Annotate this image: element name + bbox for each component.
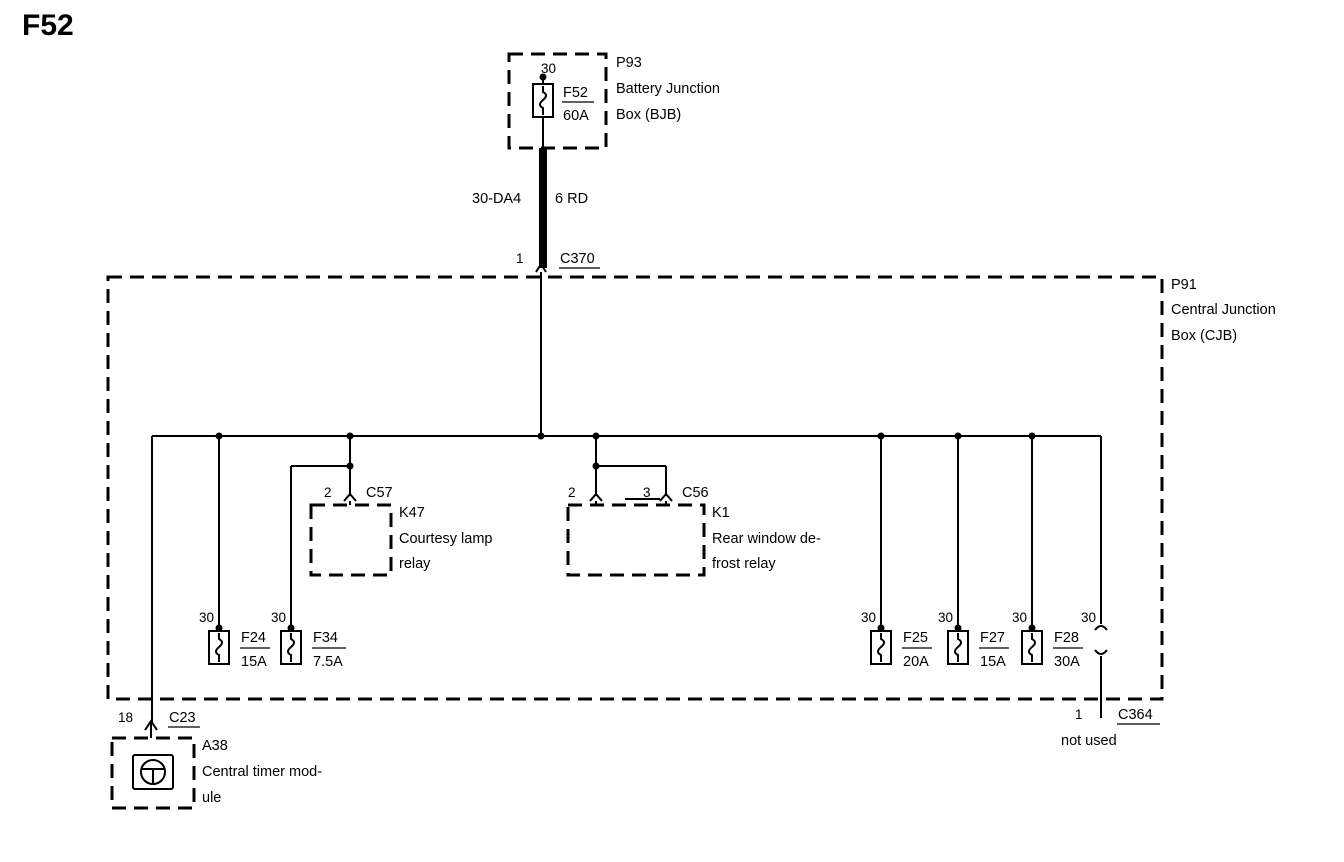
page-title: F52 (22, 9, 74, 42)
a38-name-line2: ule (202, 790, 221, 806)
unused-fuse-position: 30 (1081, 436, 1108, 718)
f52-fuse-id: F52 (563, 85, 588, 101)
c23-pin: 18 (118, 710, 133, 725)
fuse-f27-rating: 15A (980, 654, 1006, 670)
a38-name-line1: Central timer mod- (202, 764, 322, 780)
k1-relay: 2 3 C56 K1 Rear window de- frost relay (566, 436, 821, 577)
fuse-f28: 30 F28 30A (1012, 436, 1083, 670)
k47-id: K47 (399, 505, 425, 521)
cjb-id: P91 (1171, 277, 1197, 293)
k1-name-line2: frost relay (712, 556, 776, 572)
cjb-name-line1: Central Junction (1171, 302, 1276, 318)
fuse-f25-rating: 20A (903, 654, 929, 670)
bjb-pin: 30 (541, 61, 556, 76)
c23-connector-icon (144, 719, 158, 731)
main-feed-wire: 30-DA4 6 RD 1 C370 (472, 148, 600, 436)
k47-name-line2: relay (399, 556, 431, 572)
fuse-f24-pin: 30 (199, 610, 214, 625)
k47-name-line1: Courtesy lamp (399, 531, 492, 547)
battery-junction-box: P93 Battery Junction Box (BJB) 30 F52 60… (507, 52, 720, 150)
fuse-f24-rating: 15A (241, 654, 267, 670)
c364-note: not used (1061, 733, 1117, 749)
unused-socket-top-icon (1094, 625, 1108, 631)
fuse-f24-id: F24 (241, 630, 266, 646)
a38-id: A38 (202, 738, 228, 754)
c57-id: C57 (366, 485, 393, 501)
c23-id: C23 (169, 710, 196, 726)
c57-connector-icon (343, 492, 357, 502)
fuse-f25-id: F25 (903, 630, 928, 646)
c364-connector: 1 C364 not used (1061, 707, 1160, 749)
k47-relay: 2 C57 K47 Courtesy lamp relay (290, 436, 492, 625)
bjb-name-line2: Box (BJB) (616, 107, 681, 123)
c370-id: C370 (560, 251, 595, 267)
bjb-id: P93 (616, 55, 642, 71)
c370-pin: 1 (516, 251, 524, 266)
c364-id: C364 (1118, 707, 1153, 723)
fuse-f34-pin: 30 (271, 610, 286, 625)
bjb-name-line1: Battery Junction (616, 81, 720, 97)
fuse-f25-pin: 30 (861, 610, 876, 625)
fuse-f28-pin: 30 (1012, 610, 1027, 625)
c56-id: C56 (682, 485, 709, 501)
fuse-f34: 30 F34 7.5A (271, 610, 346, 670)
fuse-f27-pin: 30 (938, 610, 953, 625)
c56-pin3-connector-icon (659, 492, 673, 502)
fuse-f28-rating: 30A (1054, 654, 1080, 670)
fuse-f27-id: F27 (980, 630, 1005, 646)
fuse-f27: 30 F27 15A (938, 436, 1009, 670)
unused-pin: 30 (1081, 610, 1096, 625)
k1-pin-a: 2 (568, 485, 576, 500)
fuse-f34-rating: 7.5A (313, 654, 343, 670)
central-junction-box: P91 Central Junction Box (CJB) (106, 275, 1276, 701)
feed-wire-circuit: 30-DA4 (472, 191, 521, 207)
unused-socket-bottom-icon (1094, 649, 1108, 655)
fuse-f28-id: F28 (1054, 630, 1079, 646)
k1-name-line1: Rear window de- (712, 531, 821, 547)
k1-pin-b: 3 (643, 485, 651, 500)
fuse-f34-id: F34 (313, 630, 338, 646)
cjb-name-line2: Box (CJB) (1171, 328, 1237, 344)
f52-fuse-rating: 60A (563, 108, 589, 124)
feed-wire-gauge-color: 6 RD (555, 191, 588, 207)
f52-fuse-icon (532, 83, 554, 118)
fuse-f24: 30 F24 15A (199, 436, 270, 670)
a38-central-timer-module: A38 Central timer mod- ule (110, 736, 322, 810)
c56-pin2-connector-icon (589, 492, 603, 502)
fuse-f25: 30 F25 20A (861, 436, 932, 670)
k47-pin: 2 (324, 485, 332, 500)
c364-pin: 1 (1075, 707, 1083, 722)
c23-wire (144, 436, 158, 738)
k1-id: K1 (712, 505, 730, 521)
c370-connector-icon (535, 262, 547, 273)
steering-wheel-icon (140, 759, 166, 785)
